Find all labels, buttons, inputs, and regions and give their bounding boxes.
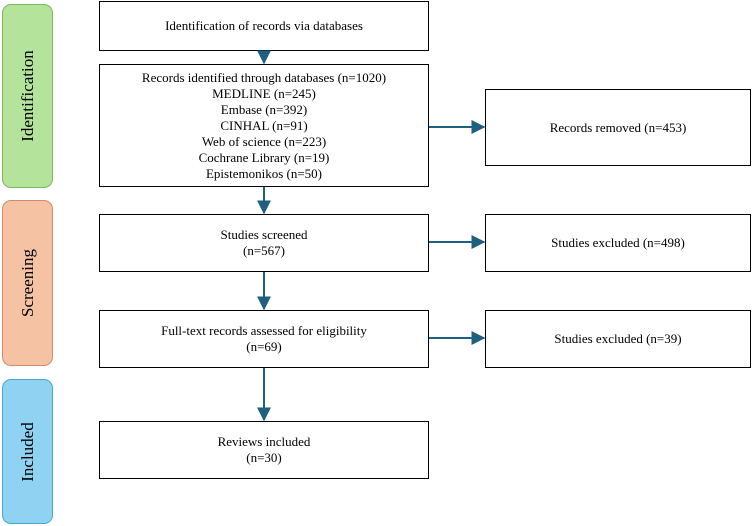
fulltext-line-1: (n=69) (246, 339, 282, 354)
screened-line-0: Studies screened (220, 227, 308, 242)
phase-screening-label: Screening (2, 200, 53, 366)
identified-line-0: Records identified through databases (n=… (141, 69, 387, 85)
identified-line-5: Cochrane Library (n=19) (198, 149, 330, 165)
identified-line-1: MEDLINE (n=245) (212, 85, 316, 101)
reviews-included-box: Reviews included(n=30) (99, 421, 429, 479)
excluded2-line-0: Studies excluded (n=39) (554, 331, 682, 346)
fulltext-line-0: Full-text records assessed for eligibili… (161, 323, 367, 338)
identified-line-2: Embase (n=392) (220, 101, 308, 117)
included-line-1: (n=30) (246, 450, 282, 465)
header-line-0: Identification of records via databases (165, 18, 363, 33)
included-line-0: Reviews included (217, 434, 311, 449)
identified-line-3: CINHAL (n=91) (220, 117, 308, 133)
identified-line-4: Web of science (n=223) (201, 133, 327, 149)
records-removed-box: Records removed (n=453) (485, 89, 751, 166)
screened-line-1: (n=567) (242, 243, 285, 258)
phase-identification-label: Identification (2, 4, 53, 188)
identified-line-6: Epistemonikos (n=50) (205, 165, 323, 181)
studies-screened-box: Studies screened(n=567) (99, 214, 429, 272)
fulltext-assessed-box: Full-text records assessed for eligibili… (99, 310, 429, 368)
studies-excluded-screening-box: Studies excluded (n=498) (485, 214, 751, 272)
records-identified-box: Records identified through databases (n=… (99, 64, 429, 187)
studies-excluded-eligibility-box: Studies excluded (n=39) (485, 310, 751, 368)
header-box: Identification of records via databases (99, 1, 429, 51)
excluded1-line-0: Studies excluded (n=498) (551, 235, 685, 250)
phase-included-label: Included (2, 379, 53, 524)
removed-line-0: Records removed (n=453) (549, 119, 687, 135)
